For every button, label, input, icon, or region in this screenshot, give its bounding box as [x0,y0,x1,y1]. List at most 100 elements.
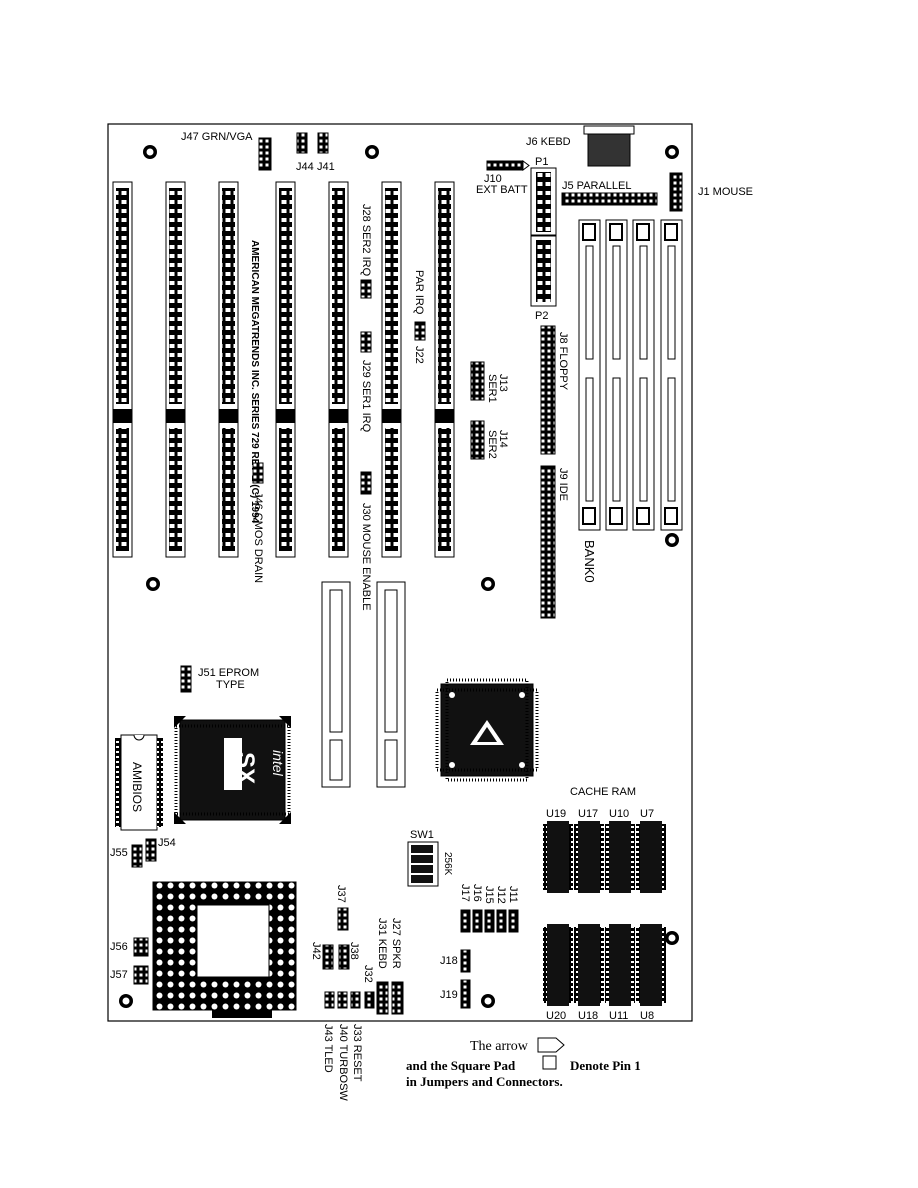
cache-ram-label: CACHE RAM [570,786,636,798]
j43-header [324,991,335,1009]
j28-jumper [360,279,372,299]
j14-label: J14 [497,430,509,448]
j27-label: J27 SPKR [390,918,402,969]
j13-label: J13 [497,374,509,392]
j8-floppy-header [540,325,556,455]
j38-label: J38 [348,942,360,960]
j47-header [258,137,272,171]
j17-label: J17 [459,884,471,902]
j43-label: J43 TLED [322,1024,334,1073]
j5-label: J5 PARALLEL [562,180,632,192]
j54-jumper [145,838,157,862]
j47-label: J47 GRN/VGA [181,131,253,143]
j33-label: J33 RESET [351,1024,363,1082]
arrow-icon [537,1037,565,1053]
amibios-label: AMIBIOS [130,762,144,812]
j57-label: J57 [110,969,128,981]
j42-jumper [322,944,334,970]
u18-label: U18 [578,1010,598,1022]
u7-label: U7 [640,808,654,820]
cpu-chip: SX intel [174,716,291,824]
j22-label: J22 [413,346,425,364]
j56-label: J56 [110,941,128,953]
par-irq-label: PAR IRQ [413,270,425,315]
j9-label: J9 IDE [557,468,569,501]
j5-parallel-header [561,192,658,206]
j29-label: J29 SER1 IRQ [360,360,372,433]
cache-ram-chips [543,821,666,1006]
j10-header [486,160,524,171]
j37-label: J37 [335,885,347,903]
p1-label: P1 [535,156,548,168]
j30-jumper [360,471,372,495]
mounting-holes [119,145,679,1008]
u10-label: U10 [609,808,629,820]
j18-label: J18 [440,955,458,967]
j19-jumper [460,979,471,1009]
j10-label: J10 [484,173,502,185]
u8-label: U8 [640,1010,654,1022]
j41-label: J41 [317,161,335,173]
j42-label: J42 [310,942,322,960]
j29-jumper [360,331,372,353]
j11-j17-jumpers [460,909,519,933]
j27-header [391,981,404,1015]
j1-mouse-header [669,172,683,212]
u19-label: U19 [546,808,566,820]
256k-label: 256K [442,852,453,876]
j19-label: J19 [440,989,458,1001]
board-outline [107,123,693,1022]
j40-header [337,991,348,1009]
svg-text:SX: SX [232,752,259,784]
j44-label: J44 [296,161,314,173]
j22-jumper [414,321,426,341]
j40-label: J40 TURBOSW [337,1024,349,1101]
j57-jumper [133,965,149,985]
j56-jumper [133,937,149,957]
square-pad-icon [542,1055,557,1070]
chipset-chip [435,678,539,782]
j51-label: J51 EPROM [198,667,259,679]
board-silkscreen: AMERICAN MEGATRENDS INC. SERIES 729 REV-… [249,240,260,524]
ser1-label: SER1 [486,374,498,403]
ext-batt-label: EXT BATT [476,184,528,196]
j12-label: J12 [495,886,507,904]
j6-label: J6 KEBD [526,136,571,148]
j55-label: J55 [110,847,128,859]
u11-label: U11 [609,1010,628,1022]
note-line2b: Denote Pin 1 [570,1058,641,1073]
ser2-label: SER2 [486,430,498,459]
j11-label: J11 [507,886,519,903]
j8-label: J8 FLOPPY [557,332,569,391]
j18-jumper [460,949,471,973]
j37-jumper [337,907,349,931]
j44-header [296,132,308,154]
bank0-label: BANK0 [582,540,597,583]
j51-type-label: TYPE [216,679,245,691]
vlb-slots [321,581,406,788]
j46-jumper [252,462,264,484]
sw1-label: SW1 [410,829,434,841]
j32-jumper [364,991,375,1009]
j31-label: J31 KEBD [376,918,388,969]
j28-label: J28 SER2 IRQ [360,204,372,277]
j13-header [470,361,485,401]
j33-header [350,991,361,1009]
j41-header [317,132,329,154]
j16-label: J16 [471,884,483,902]
j38-jumper [338,944,350,970]
j1-label: J1 MOUSE [698,186,753,198]
note-line1: The arrow [470,1039,529,1054]
j46-label: J46 CMOS DRAIN [252,492,264,583]
j55-jumper [131,844,143,868]
j51-jumper [180,665,192,693]
j54-label: J54 [158,837,176,849]
simm-slots [578,219,683,531]
j9-ide-header [540,465,556,619]
pga-socket [152,881,297,1018]
j14-header [470,420,485,460]
p2-label: P2 [535,310,548,322]
isa-slots [112,181,455,558]
j31-header [376,981,389,1015]
